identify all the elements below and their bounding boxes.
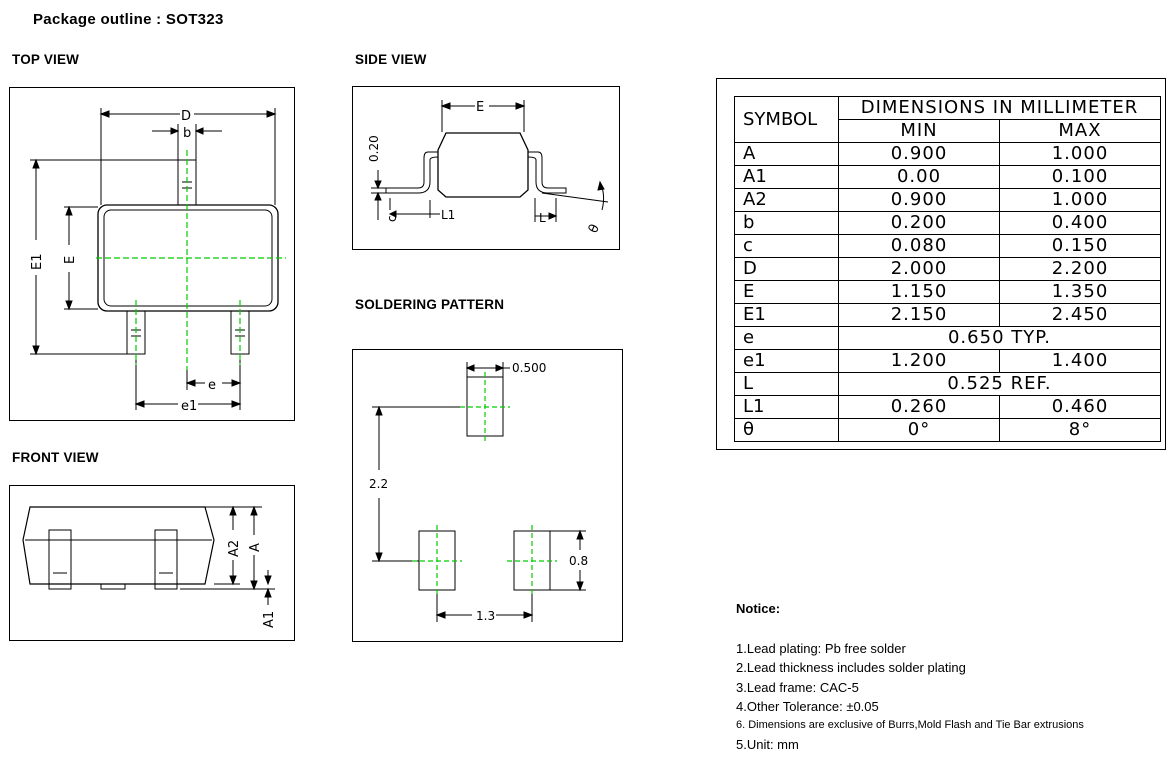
dim-label-L: L [539,211,546,225]
dim-label-thickness: 0.20 [367,135,381,162]
notice-item: 3.Lead frame: CAC-5 [736,679,859,695]
max-cell: 0.150 [999,234,1161,258]
symbol-cell: θ [734,418,839,442]
page-title: Package outline : SOT323 [33,11,224,28]
symbol-cell: A1 [734,165,839,189]
max-cell: 0.100 [999,165,1161,189]
notice-item: 2.Lead thickness includes solder plating [736,660,966,676]
symbol-cell: e1 [734,349,839,373]
min-cell: 1.150 [838,280,1000,304]
dim-label-L1: L1 [441,208,455,222]
dim-label-pad-width: 0.500 [512,361,546,375]
min-header: MIN [838,119,1000,143]
dim-label-b: b [183,126,191,141]
max-cell: 8° [999,418,1161,442]
min-cell: 0.080 [838,234,1000,258]
front-view-frame [9,485,295,641]
soldering-pattern-frame [352,349,623,642]
top-view-label: TOP VIEW [12,52,80,67]
min-cell: 0.00 [838,165,1000,189]
min-cell: 1.200 [838,349,1000,373]
notice-list: 1.Lead plating: Pb free solder 2.Lead th… [736,639,1084,755]
min-cell: 0.200 [838,211,1000,235]
dim-label-pad-height: 0.8 [569,554,588,568]
notice-item: 1.Lead plating: Pb free solder [736,641,906,656]
dim-label-E: E [63,256,78,264]
side-view-label: SIDE VIEW [355,52,427,67]
max-cell: 2.200 [999,257,1161,281]
notice-item: 6. Dimensions are exclusive of Burrs,Mol… [736,719,1084,732]
max-cell: 1.000 [999,142,1161,166]
min-cell: 0° [838,418,1000,442]
dim-label-A1: A1 [262,611,277,628]
symbol-cell: A2 [734,188,839,212]
symbol-cell: L1 [734,395,839,419]
dim-label-height: 2.2 [369,477,388,491]
dim-label-E1: E1 [30,254,45,271]
dim-label-e1: e1 [181,399,197,414]
min-cell: 0.260 [838,395,1000,419]
dim-label-pitch: 1.3 [476,609,495,623]
max-header: MAX [999,119,1161,143]
front-view-label: FRONT VIEW [12,450,99,465]
notice-item: 4.Other Tolerance: ±0.05 [736,698,879,714]
dim-label-c: c [385,215,399,222]
value-cell: 0.525 REF. [838,372,1161,396]
notice-item: 5.Unit: mm [736,737,799,753]
max-cell: 0.400 [999,211,1161,235]
dim-label-side-E: E [476,100,484,115]
symbol-cell: D [734,257,839,281]
symbol-cell: b [734,211,839,235]
min-cell: 2.000 [838,257,1000,281]
max-cell: 2.450 [999,303,1161,327]
dim-label-e: e [208,378,216,393]
symbol-cell: E1 [734,303,839,327]
symbol-cell: E [734,280,839,304]
dimension-table: SYMBOL DIMENSIONS IN MILLIMETER MIN MAX … [734,96,1161,442]
min-cell: 2.150 [838,303,1000,327]
symbol-cell: c [734,234,839,258]
symbol-cell: A [734,142,839,166]
soldering-pattern-label: SOLDERING PATTERN [355,297,505,312]
symbol-header: SYMBOL [734,96,839,143]
dim-label-D: D [181,109,191,124]
min-cell: 0.900 [838,188,1000,212]
side-view-frame [352,86,620,250]
symbol-cell: L [734,372,839,396]
max-cell: 1.000 [999,188,1161,212]
dim-label-A: A [248,543,263,552]
max-cell: 1.350 [999,280,1161,304]
dim-label-A2: A2 [227,540,242,557]
min-cell: 0.900 [838,142,1000,166]
top-view-frame [9,87,295,421]
value-cell: 0.650 TYP. [838,326,1161,350]
dimensions-header: DIMENSIONS IN MILLIMETER [838,96,1161,120]
symbol-cell: e [734,326,839,350]
max-cell: 0.460 [999,395,1161,419]
dimension-table-frame [716,78,1166,450]
max-cell: 1.400 [999,349,1161,373]
notice-title: Notice: [736,601,781,616]
